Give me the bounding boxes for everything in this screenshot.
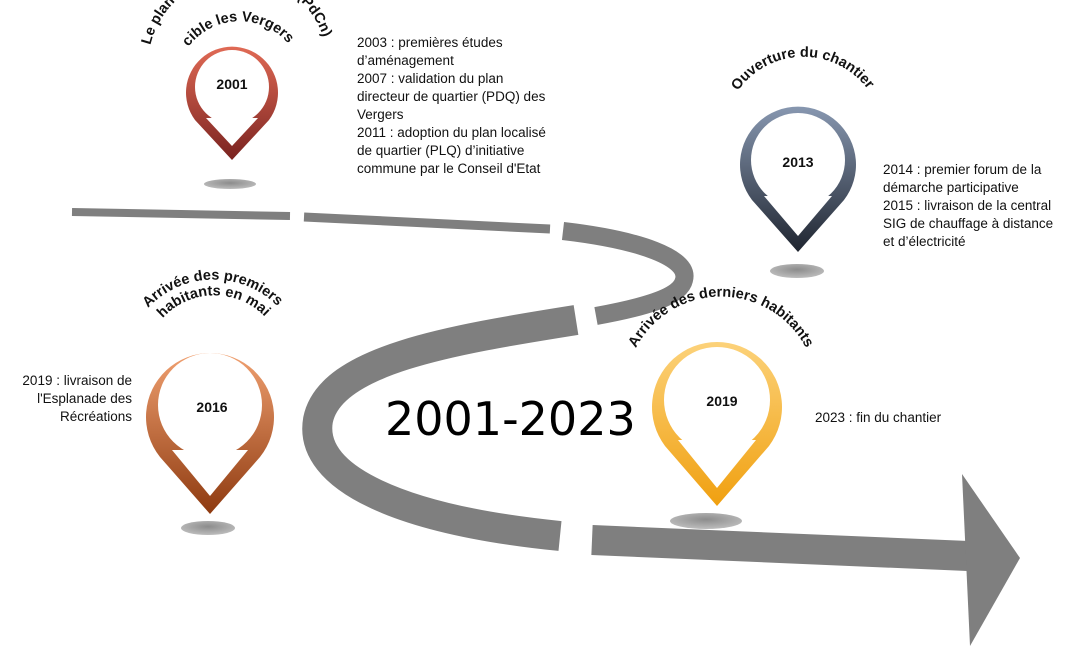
pin-shadow [181, 521, 235, 535]
note-line: et d’électricité [883, 234, 966, 249]
road-segment [591, 525, 969, 571]
note-line: commune par le Conseil d'Etat [357, 161, 541, 176]
note-line: directeur de quartier (PDQ) des [357, 89, 546, 104]
pin-shadow [204, 179, 256, 189]
note-line: 2023 : fin du chantier [815, 410, 942, 425]
heading-2001-line2: cible les Vergers [179, 9, 297, 49]
note-line: d’aménagement [357, 53, 454, 68]
note-line: 2003 : premières études [357, 35, 503, 50]
note-line: de quartier (PLQ) d’initiative [357, 143, 525, 158]
year-label-2019: 2019 [706, 393, 737, 409]
note-line: 2019 : livraison de [22, 373, 132, 388]
road-segment [302, 305, 579, 551]
road-segment [561, 222, 694, 325]
year-label-2016: 2016 [196, 399, 227, 415]
notes-2013: 2014 : premier forum de la démarche part… [883, 161, 1053, 251]
note-line: Récréations [59, 409, 132, 424]
pin-shadow [770, 264, 824, 278]
notes-2001: 2003 : premières études d’aménagement 20… [357, 34, 546, 178]
road-segment [71, 208, 291, 220]
note-line: l'Esplanade des [37, 391, 132, 406]
note-line: 2007 : validation du plan [357, 71, 504, 86]
note-line: démarche participative [883, 180, 1019, 195]
pin-2013: 2013 [740, 106, 856, 252]
pin-2019: 2019 [652, 342, 782, 506]
note-line: 2014 : premier forum de la [883, 162, 1042, 177]
pin-2016: 2016 [146, 353, 274, 514]
notes-2019: 2023 : fin du chantier [815, 409, 941, 427]
pin-shadow [670, 513, 742, 529]
timeline-road [71, 208, 1020, 646]
note-line: 2011 : adoption du plan localisé [357, 125, 546, 140]
arrow-head [962, 474, 1020, 646]
diagram-title: 2001-2023 [385, 392, 636, 446]
notes-2016: 2019 : livraison de l'Esplanade des Récr… [0, 372, 132, 426]
road-segment [303, 212, 551, 234]
note-line: Vergers [357, 107, 404, 122]
year-label-2001: 2001 [216, 76, 247, 92]
heading-2013: Ouverture du chantier [728, 45, 877, 94]
year-label-2013: 2013 [782, 154, 813, 170]
note-line: SIG de chauffage à distance [883, 216, 1054, 231]
pin-2001: 2001 [186, 46, 278, 160]
note-line: 2015 : livraison de la central [883, 198, 1052, 213]
